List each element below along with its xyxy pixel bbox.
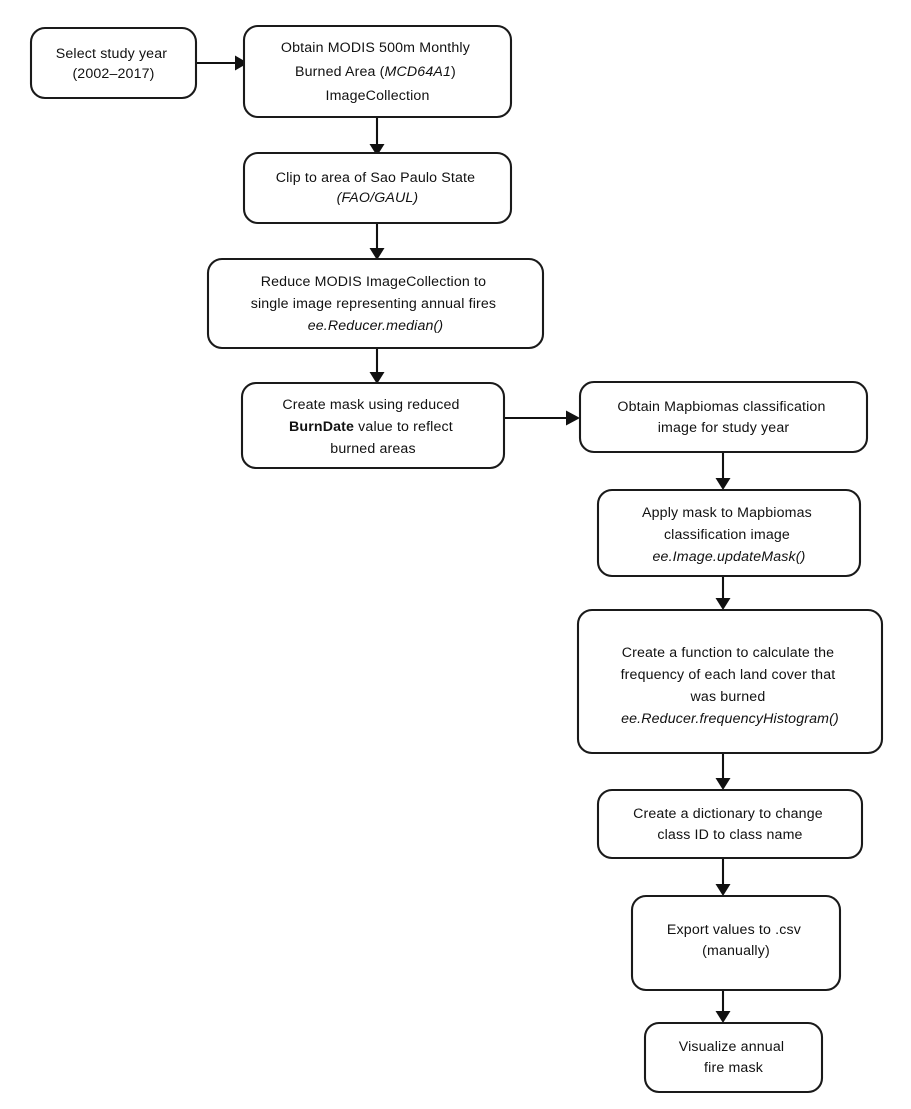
node-reduce-modis[interactable]: Reduce MODIS ImageCollection to single i… bbox=[206, 257, 545, 350]
edge-obtain-modis-to-clip-sao-paulo bbox=[369, 117, 385, 156]
node-create-dictionary-shape[interactable] bbox=[596, 788, 864, 860]
node-apply-mask-shape[interactable] bbox=[596, 488, 862, 578]
node-create-function-frequency-shape[interactable] bbox=[576, 608, 884, 755]
node-obtain-mapbiomas-shape[interactable] bbox=[578, 380, 869, 454]
edge-export-csv-to-visualize-fire-mask bbox=[715, 990, 731, 1023]
node-select-study-year[interactable]: Select study year (2002–2017) bbox=[29, 26, 198, 100]
node-export-csv-shape[interactable] bbox=[630, 894, 842, 992]
node-export-csv-label: Export values to .csv (manually) bbox=[667, 922, 805, 959]
node-obtain-mapbiomas[interactable]: Obtain Mapbiomas classification image fo… bbox=[578, 380, 869, 454]
node-export-csv[interactable]: Export values to .csv (manually) bbox=[630, 894, 842, 992]
edge-layer bbox=[196, 55, 731, 1023]
node-layer: Select study year (2002–2017) Obtain MOD… bbox=[29, 24, 884, 1094]
edge-create-function-frequency-to-create-dictionary bbox=[715, 753, 731, 790]
node-create-dictionary-label: Create a dictionary to change class ID t… bbox=[633, 806, 827, 843]
node-create-function-frequency[interactable]: Create a function to calculate the frequ… bbox=[576, 608, 884, 755]
node-create-function-frequency-label: Create a function to calculate the frequ… bbox=[621, 645, 840, 727]
node-obtain-modis[interactable]: Obtain MODIS 500m Monthly Burned Area (M… bbox=[242, 24, 513, 119]
node-clip-sao-paulo-label: Clip to area of Sao Paulo State (FAO/GAU… bbox=[276, 170, 480, 206]
node-visualize-fire-mask[interactable]: Visualize annual fire mask bbox=[643, 1021, 824, 1094]
node-create-mask-shape[interactable] bbox=[240, 381, 506, 470]
node-reduce-modis-shape[interactable] bbox=[206, 257, 545, 350]
edge-select-study-year-to-obtain-modis bbox=[196, 55, 248, 71]
edge-obtain-mapbiomas-to-apply-mask bbox=[715, 452, 731, 490]
edge-clip-sao-paulo-to-reduce-modis bbox=[369, 223, 385, 260]
edge-reduce-modis-to-create-mask bbox=[369, 348, 385, 384]
node-visualize-fire-mask-shape[interactable] bbox=[643, 1021, 824, 1094]
node-clip-sao-paulo-shape[interactable] bbox=[242, 151, 513, 225]
edge-create-mask-to-obtain-mapbiomas bbox=[504, 410, 580, 426]
node-select-study-year-shape[interactable] bbox=[29, 26, 198, 100]
node-obtain-modis-label: Obtain MODIS 500m Monthly Burned Area (M… bbox=[281, 40, 474, 104]
node-create-dictionary[interactable]: Create a dictionary to change class ID t… bbox=[596, 788, 864, 860]
node-reduce-modis-label: Reduce MODIS ImageCollection to single i… bbox=[251, 274, 501, 334]
node-visualize-fire-mask-label: Visualize annual fire mask bbox=[679, 1039, 789, 1076]
node-apply-mask[interactable]: Apply mask to Mapbiomas classification i… bbox=[596, 488, 862, 578]
node-apply-mask-label: Apply mask to Mapbiomas classification i… bbox=[642, 505, 816, 565]
edge-apply-mask-to-create-function-frequency bbox=[715, 576, 731, 610]
node-clip-sao-paulo[interactable]: Clip to area of Sao Paulo State (FAO/GAU… bbox=[242, 151, 513, 225]
edge-create-dictionary-to-export-csv bbox=[715, 858, 731, 896]
node-select-study-year-label: Select study year (2002–2017) bbox=[56, 46, 171, 82]
node-obtain-mapbiomas-label: Obtain Mapbiomas classification image fo… bbox=[617, 399, 829, 436]
node-create-mask-label: Create mask using reduced BurnDate value… bbox=[282, 397, 463, 457]
node-create-mask[interactable]: Create mask using reduced BurnDate value… bbox=[240, 381, 506, 470]
node-obtain-modis-shape[interactable] bbox=[242, 24, 513, 119]
